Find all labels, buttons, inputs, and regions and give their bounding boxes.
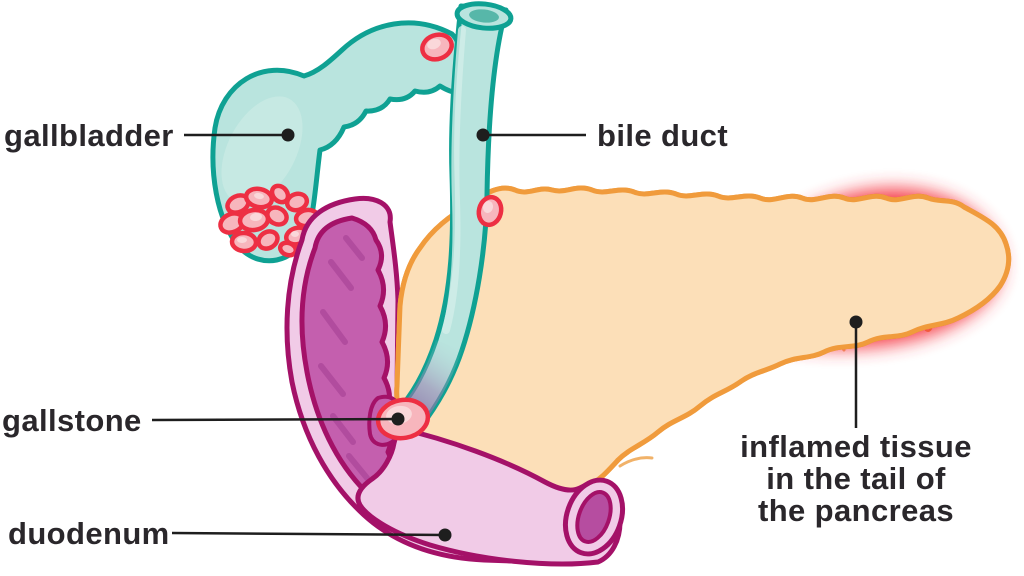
gallstone-small — [256, 229, 280, 251]
gallstone-small — [284, 191, 310, 213]
gallstone-leader-line — [151, 417, 399, 422]
label-inflamed-line1: inflamed tissue — [740, 429, 972, 464]
label-gallstone: gallstone — [2, 403, 142, 438]
stone-shine — [482, 201, 494, 213]
duodenum-front-tube — [355, 394, 626, 567]
gallstone-small — [265, 205, 289, 227]
stone-shine — [254, 192, 264, 200]
stone-shine — [427, 38, 441, 50]
bile-duct-opening-lumen — [469, 9, 499, 23]
bile-duct-leader-dot — [476, 128, 490, 142]
duodenum-leader-dot — [438, 528, 452, 542]
duodenum-lumen-opening — [575, 490, 613, 544]
label-gallbladder: gallbladder — [4, 118, 174, 153]
gallstone-leader-dot — [391, 412, 405, 426]
gallbladder-leader-dot — [281, 128, 295, 142]
mucosa-folds — [318, 235, 370, 481]
bile-duct-highlight — [442, 26, 466, 334]
label-inflamed-line3: the pancreas — [758, 493, 954, 528]
annotations: gallbladder bile duct gallstone duodenum… — [2, 118, 972, 551]
label-bile-duct: bile duct — [597, 118, 728, 153]
duodenum-tube — [355, 425, 623, 567]
gallbladder-highlight — [221, 96, 303, 204]
stone-shine — [237, 237, 247, 243]
duodenum-leader-line — [171, 531, 446, 537]
stone-shine — [250, 212, 262, 222]
label-inflamed-line2: in the tail of — [766, 461, 946, 496]
inflamed-leader-dot — [849, 315, 863, 329]
stone-shine — [291, 231, 299, 237]
label-duodenum: duodenum — [8, 516, 170, 551]
